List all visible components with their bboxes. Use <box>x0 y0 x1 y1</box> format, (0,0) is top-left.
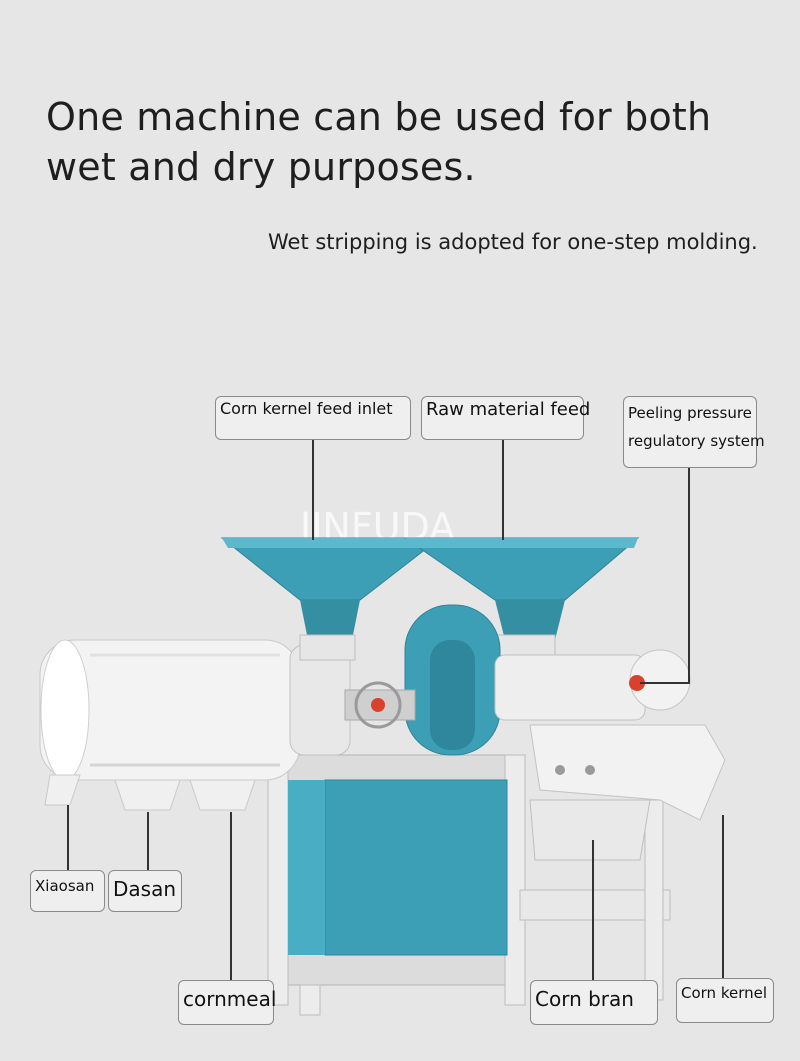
motor <box>39 639 351 811</box>
callout-peeling-pressure: Peeling pressure regulatory system <box>623 396 765 468</box>
machine-frame <box>267 754 671 1016</box>
callout-corn-bran: Corn bran <box>530 980 658 1025</box>
subline: Wet stripping is adopted for one-step mo… <box>268 230 758 254</box>
belt-guard <box>404 604 501 756</box>
callout-peeling-pressure-line-2: regulatory system <box>628 432 765 450</box>
leader-line-xiaosan <box>67 805 69 872</box>
headline: One machine can be used for both wet and… <box>46 92 746 192</box>
leader-line-dasan <box>147 812 149 872</box>
leader-line-pressure-v <box>688 468 690 683</box>
leader-line-raw-feed <box>502 438 504 540</box>
leader-line-corn-kernel <box>722 815 724 980</box>
headline-line-1: One machine can be used for both <box>46 95 712 139</box>
callout-cornmeal: cornmeal <box>178 980 276 1025</box>
shaft-assembly <box>344 681 416 729</box>
leader-line-corn-bran <box>592 840 594 983</box>
callout-corn-kernel-feed-inlet: Corn kernel feed inlet <box>215 396 411 440</box>
leader-line-pressure-h <box>640 682 690 684</box>
left-hopper <box>220 537 442 661</box>
callout-raw-material-feed: Raw material feed <box>421 396 590 440</box>
headline-line-2: wet and dry purposes. <box>46 145 476 189</box>
leader-line-cornmeal <box>230 812 232 982</box>
peeling-unit <box>494 649 726 861</box>
right-hopper <box>403 537 640 661</box>
callout-corn-kernel: Corn kernel <box>676 978 774 1023</box>
leader-line-feed-inlet <box>312 438 314 540</box>
callout-dasan: Dasan <box>108 870 182 912</box>
callout-xiaosan: Xiaosan <box>30 870 105 912</box>
callout-peeling-pressure-line-1: Peeling pressure <box>628 404 752 422</box>
